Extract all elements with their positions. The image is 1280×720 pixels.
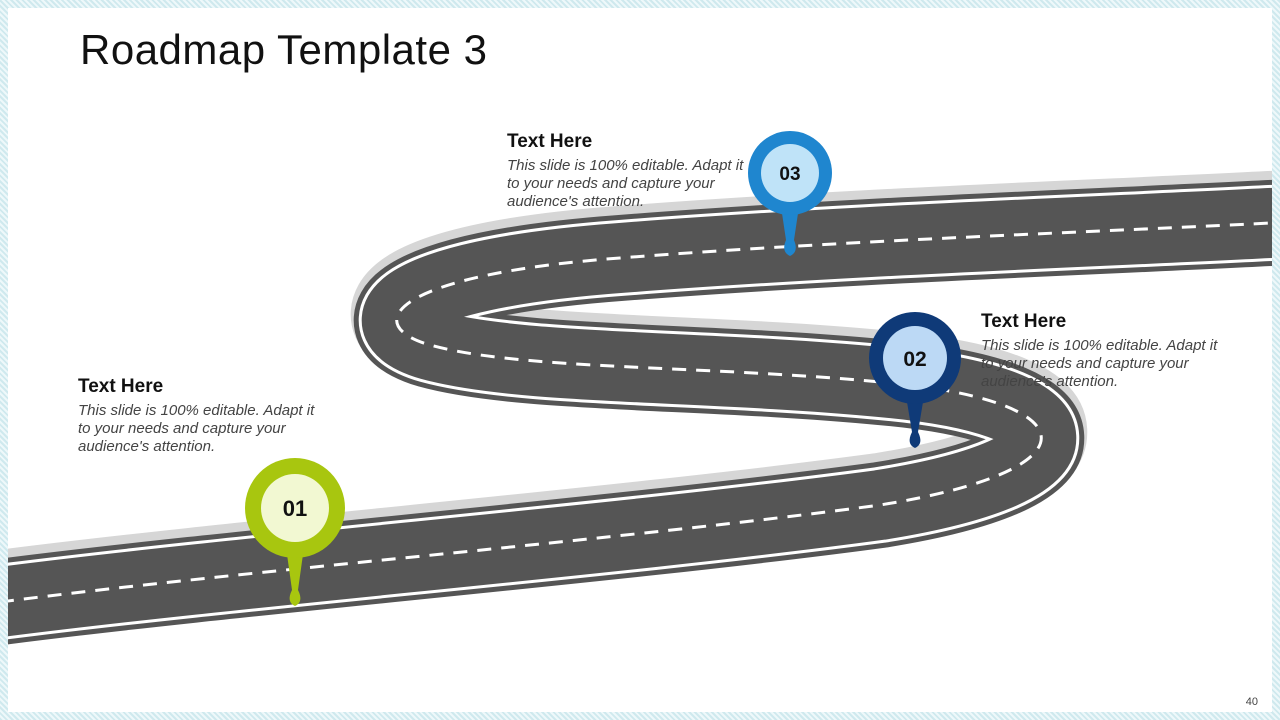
milestone-pin-03[interactable]: 03 [748, 131, 832, 256]
milestone-body-03: This slide is 100% editable. Adapt it to… [507, 157, 744, 210]
milestone-text-02: Text Here This slide is 100% editable. A… [981, 311, 1221, 391]
milestone-heading-02: Text Here [981, 311, 1067, 332]
pin-number-03: 03 [779, 164, 800, 185]
slide-title: Roadmap Template 3 [80, 26, 488, 73]
pin-drop-02 [905, 390, 925, 448]
milestone-body-02: This slide is 100% editable. Adapt it to… [981, 337, 1218, 390]
pin-inner-01 [261, 474, 329, 542]
pin-number-01: 01 [283, 496, 307, 521]
milestone-body-01: This slide is 100% editable. Adapt it to… [78, 402, 315, 455]
pin-inner-02 [883, 326, 947, 390]
milestone-text-03: Text Here This slide is 100% editable. A… [507, 131, 747, 211]
milestone-heading-03: Text Here [507, 131, 593, 152]
milestone-pin-02[interactable]: 02 [869, 312, 961, 448]
page-number: 40 [1245, 696, 1258, 708]
pin-number-02: 02 [903, 348, 926, 371]
milestone-heading-01: Text Here [78, 376, 164, 397]
milestone-text-01: Text Here This slide is 100% editable. A… [78, 376, 318, 456]
milestone-pin-01[interactable]: 01 [245, 458, 345, 606]
slide: Roadmap Template 3 01 02 03 [8, 8, 1272, 712]
road-diagram: 01 02 03 [8, 131, 1272, 645]
road-center-line [8, 221, 1272, 603]
pin-inner-03 [761, 144, 819, 202]
